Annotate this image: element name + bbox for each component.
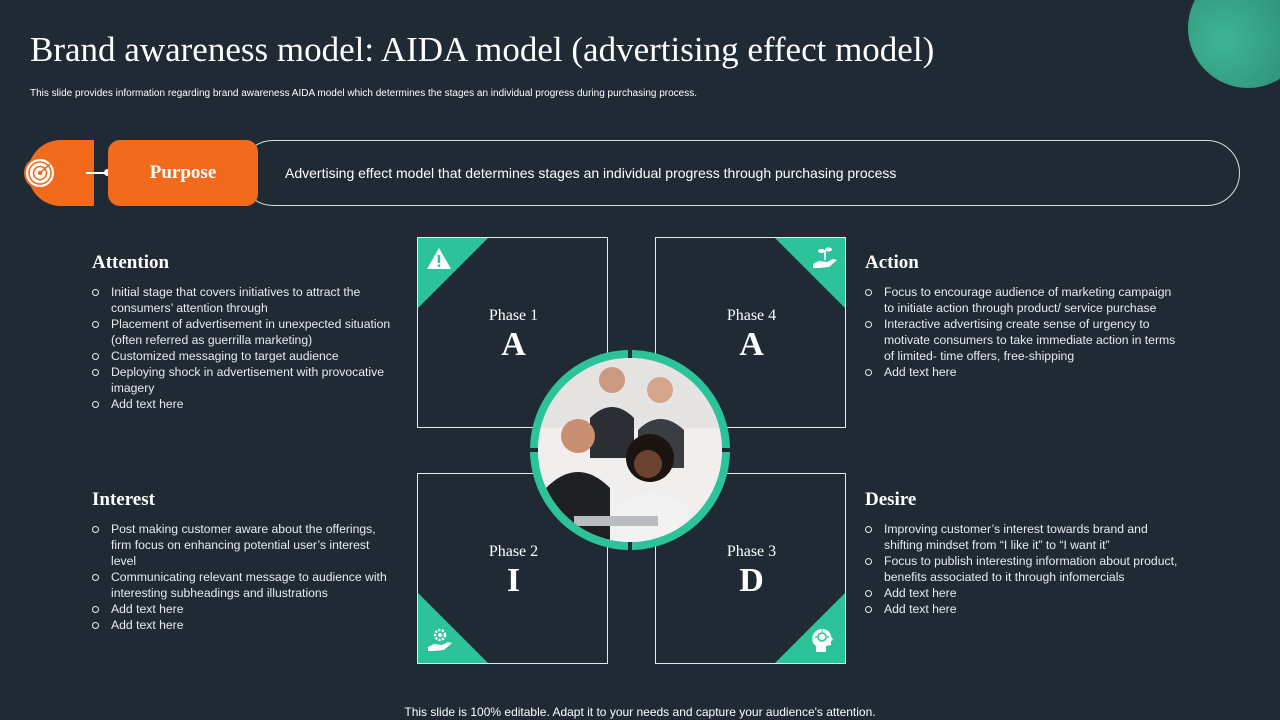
desire-bullets: Improving customer’s interest towards br… [865,521,1180,617]
attention-bullet-item: Initial stage that covers initiatives to… [92,284,402,316]
desire-bullet-item: Improving customer’s interest towards br… [865,521,1180,553]
phase-4-label: Phase 4 [726,307,777,324]
phase-4-letter: A [739,326,764,363]
desire-bullet-item: Add text here [865,601,1180,617]
page-title: Brand awareness model: AIDA model (adver… [30,30,935,69]
phase-2-letter: I [506,562,521,599]
phase-3-letter: D [739,562,764,599]
action-title: Action [865,252,919,273]
phase-1-label: Phase 1 [488,307,539,324]
attention-bullet-item: Add text here [92,396,402,412]
target-icon [24,157,56,189]
phase-4-corner-triangle [775,238,845,308]
hand-plant-icon [811,244,837,270]
interest-bullet-item: Add text here [92,601,392,617]
interest-bullet-item: Post making customer aware about the off… [92,521,392,569]
purpose-connector-dot [104,169,111,176]
attention-bullets: Initial stage that covers initiatives to… [92,284,402,412]
interest-bullets: Post making customer aware about the off… [92,521,392,633]
phase-4-box: Phase 4 A [655,237,846,428]
page-subtitle: This slide provides information regardin… [30,88,698,99]
phase-3-label: Phase 3 [726,543,777,560]
desire-bullet-item: Add text here [865,585,1180,601]
interest-bullet-item: Add text here [92,617,392,633]
team-photo [538,358,722,542]
hand-gear-icon [426,626,452,652]
phase-1-corner-triangle [418,238,488,308]
desire-bullet-item: Focus to publish interesting information… [865,553,1180,585]
attention-title: Attention [92,252,170,273]
head-idea-icon [808,626,834,652]
purpose-text: Advertising effect model that determines… [285,165,897,181]
phase-2-label: Phase 2 [488,543,539,560]
phase-3-corner-triangle [775,593,845,663]
attention-bullet-item: Customized messaging to target audience [92,348,402,364]
phase-3-box: Phase 3 D [655,473,846,664]
phase-1-letter: A [501,326,526,363]
interest-title: Interest [92,489,155,510]
footer-note: This slide is 100% editable. Adapt it to… [404,705,876,719]
phase-2-corner-triangle [418,593,488,663]
action-bullet-item: Add text here [865,364,1180,380]
phase-1-box: Phase 1 A [417,237,608,428]
purpose-connector-line [86,172,110,174]
decorative-corner-circle [1188,0,1280,88]
interest-bullet-item: Communicating relevant message to audien… [92,569,392,601]
desire-title: Desire [865,489,917,510]
warning-icon [426,246,452,272]
attention-bullet-item: Deploying shock in advertisement with pr… [92,364,402,396]
action-bullets: Focus to encourage audience of marketing… [865,284,1180,380]
attention-bullet-item: Placement of advertisement in unexpected… [92,316,402,348]
action-bullet-item: Interactive advertising create sense of … [865,316,1180,364]
purpose-label: Purpose [108,140,258,206]
action-bullet-item: Focus to encourage audience of marketing… [865,284,1180,316]
phase-2-box: Phase 2 I [417,473,608,664]
